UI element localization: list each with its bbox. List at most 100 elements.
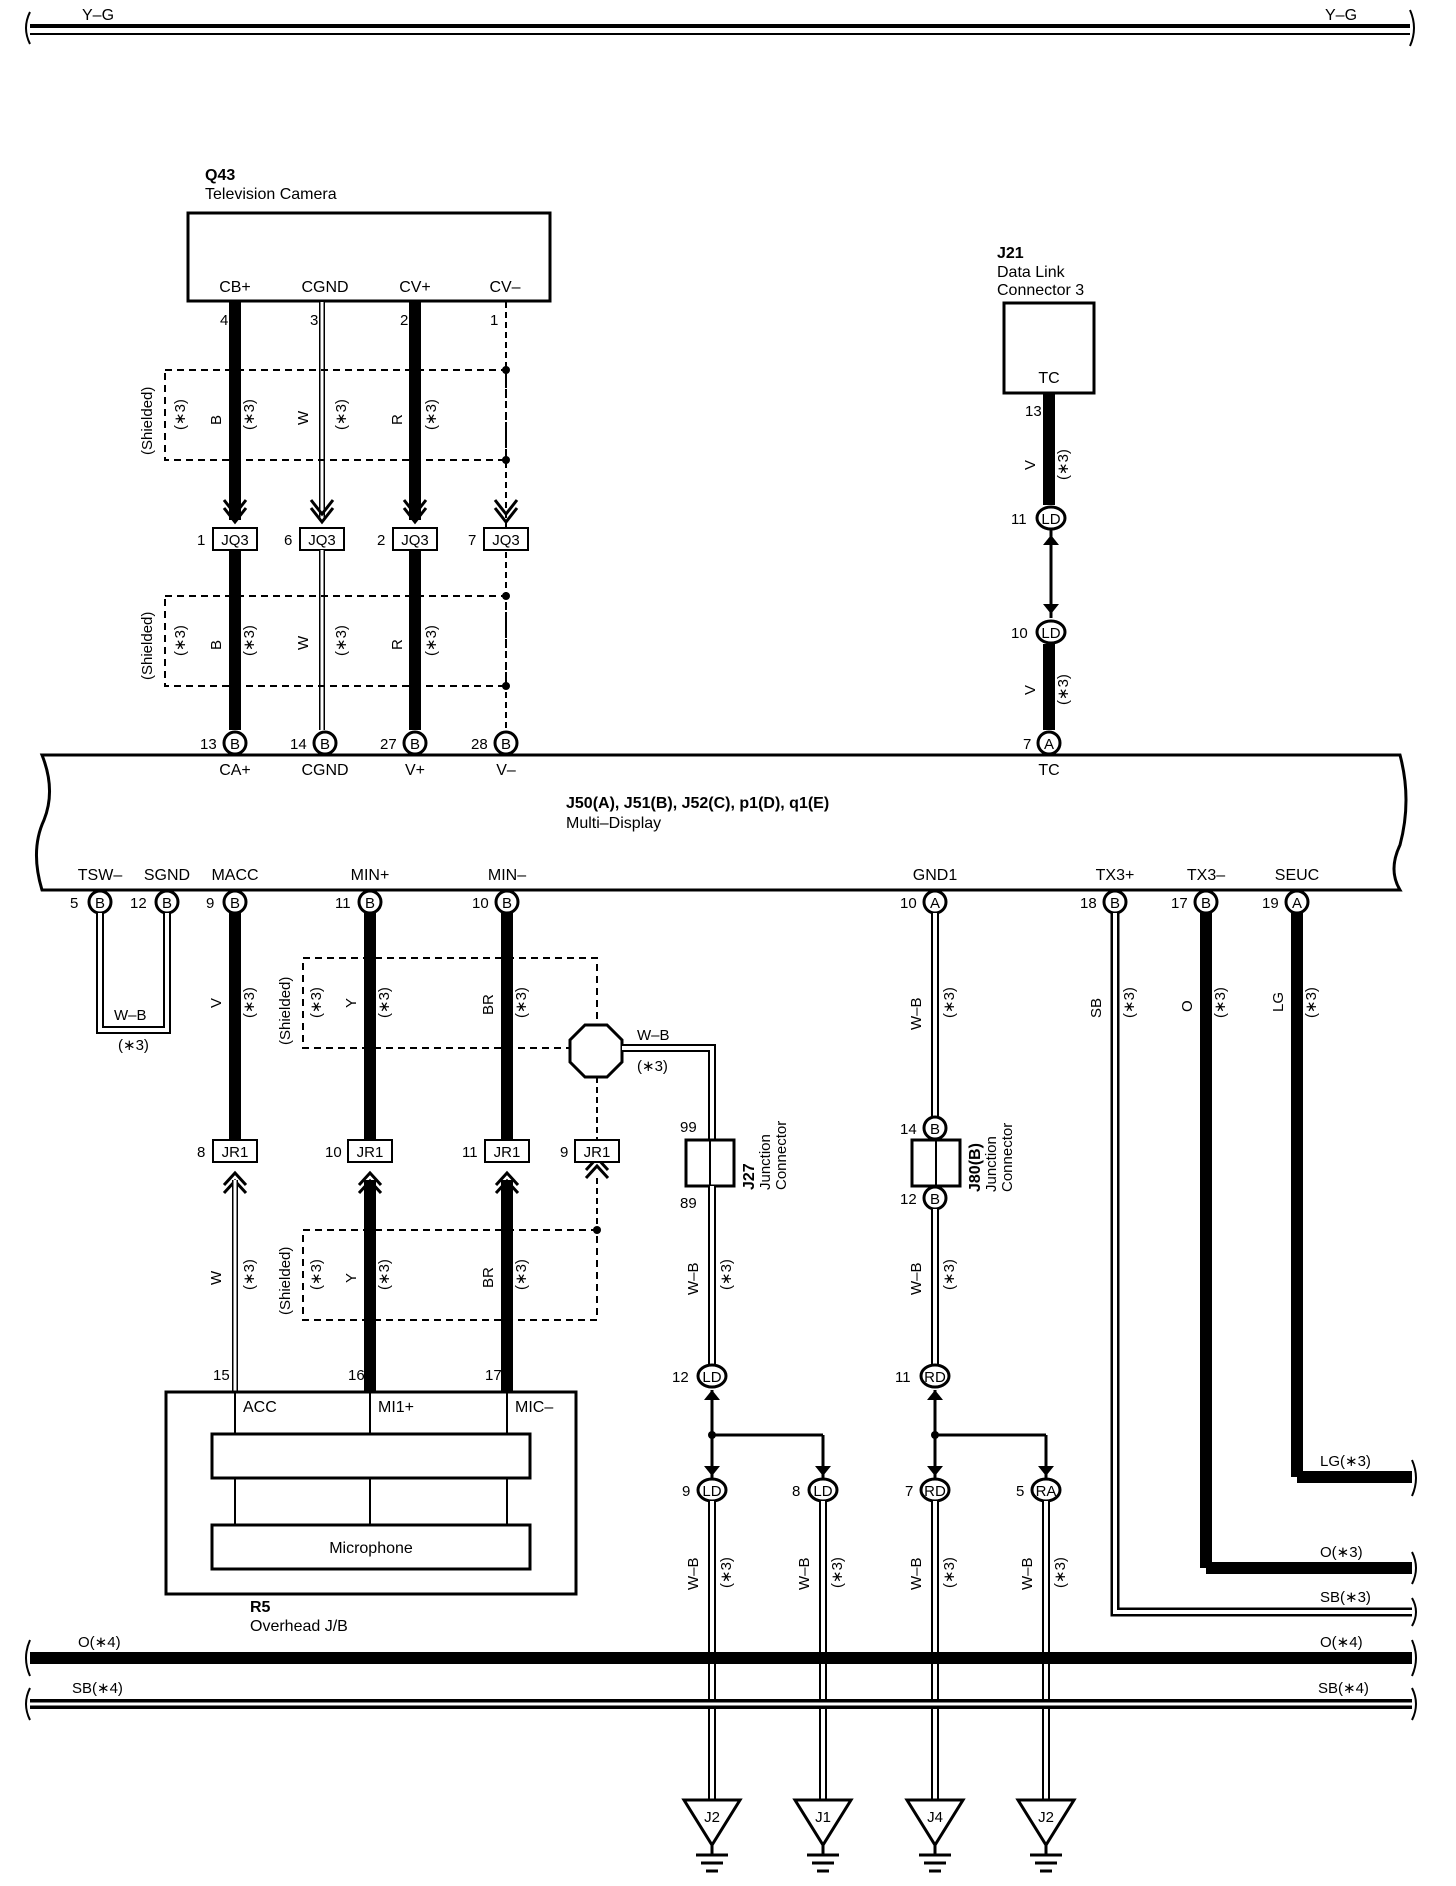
wire-color-label: W — [295, 635, 312, 650]
shielded-label: (Shielded) — [139, 387, 156, 455]
note-label: (∗3) — [1303, 987, 1320, 1018]
jr1-label: JR1 — [222, 1144, 249, 1161]
note-label: (∗3) — [941, 1557, 958, 1588]
jq3-pin: 7 — [468, 532, 476, 549]
ground-label: J4 — [927, 1809, 943, 1826]
ground-icon: J4 — [904, 1798, 966, 1873]
note-label: (∗3) — [241, 625, 258, 656]
note-label: (∗3) — [118, 1037, 149, 1054]
jq3-label: JQ3 — [221, 532, 249, 549]
ground-symbols: J2 J1 J4 J2 — [681, 1798, 1077, 1873]
jr1-lower-wires: W (∗3) (Shielded) (∗3) Y (∗3) BR (∗3) — [208, 1170, 601, 1392]
md-pin-number: 28 — [471, 736, 488, 753]
md-pin-conn: B — [95, 895, 105, 912]
j21-name: Connector 3 — [997, 282, 1084, 299]
q43-pin-number: 1 — [490, 312, 498, 329]
ground-wire-color: W–B — [796, 1557, 813, 1590]
j27-name: Connector — [773, 1121, 790, 1190]
q43-id: Q43 — [205, 167, 235, 184]
q43-pin-number: 3 — [310, 312, 318, 329]
jr1-label: JR1 — [357, 1144, 384, 1161]
md-pin-number: 19 — [1262, 895, 1279, 912]
j21-id: J21 — [997, 245, 1024, 262]
splice-label: LD — [813, 1483, 832, 1500]
note-label: (∗3) — [172, 399, 189, 430]
jr1-pin: 10 — [325, 1144, 342, 1161]
jr1-label: JR1 — [494, 1144, 521, 1161]
ld-label: LD — [1041, 511, 1060, 528]
shielded-label: (Shielded) — [139, 612, 156, 680]
ground-icon: J2 — [681, 1798, 743, 1873]
q43-television-camera: Q43 Television Camera CB+ CGND CV+ CV– 4… — [186, 167, 552, 329]
j80-conn: B — [930, 1121, 940, 1138]
ld-pin: 11 — [1011, 511, 1027, 528]
j21-name: Data Link — [997, 264, 1066, 281]
j80-pin: 14 — [900, 1121, 917, 1138]
ground-wire-color: W–B — [908, 1262, 925, 1295]
md-pin-label: TX3– — [1187, 867, 1225, 884]
tc-wire-color: V — [1022, 460, 1039, 470]
r5-pin-number: 15 — [213, 1367, 230, 1384]
note-label: (∗3) — [513, 1259, 530, 1290]
tx3-plus-wire-color: SB — [1088, 998, 1105, 1018]
wire-color-label: B — [208, 640, 225, 650]
right-bus-sb: SB(∗3) — [1320, 1589, 1371, 1606]
j27-pin: 89 — [680, 1195, 697, 1212]
note-label: (∗3) — [376, 987, 393, 1018]
right-bus-lg: LG(∗3) — [1320, 1453, 1371, 1470]
microphone-label: Microphone — [329, 1540, 413, 1557]
q43-upper-wires: (Shielded) (∗3) B (∗3) W (∗3) R (∗3) — [139, 302, 519, 740]
ld-label: LD — [1041, 625, 1060, 642]
j21-data-link-connector: J21 Data Link Connector 3 TC 13 V (∗3) L… — [997, 245, 1096, 730]
note-label: (∗3) — [513, 987, 530, 1018]
md-pin-label: V+ — [405, 762, 425, 779]
md-pin-number: 10 — [900, 895, 917, 912]
md-pin-label: CGND — [301, 762, 348, 779]
top-bus: Y–G Y–G — [25, 7, 1415, 47]
j80-name: Junction — [983, 1136, 1000, 1192]
tsw-sgnd-loop: W–B (∗3) — [96, 913, 171, 1054]
md-pin-label: CA+ — [219, 762, 251, 779]
rd-label: RD — [924, 1369, 946, 1386]
jr1-connectors: JR1 JR1 JR1 JR1 8 10 11 9 — [197, 1139, 620, 1163]
md-pin-conn: B — [230, 895, 240, 912]
q43-pin-label: CGND — [301, 279, 348, 296]
bottom-bus-o-right: O(∗4) — [1320, 1634, 1363, 1651]
md-pin-conn: B — [410, 736, 420, 753]
splice-pin: 5 — [1016, 1483, 1024, 1500]
splice-pin: 7 — [905, 1483, 913, 1500]
md-pin-label: GND1 — [913, 867, 958, 884]
gnd1-wire-color: W–B — [908, 997, 925, 1030]
md-top-pins: B B B B A 13 14 27 28 7 CA+ CGND V+ V– T… — [200, 730, 1062, 779]
md-pin-number: 5 — [70, 895, 78, 912]
md-pin-label: TSW– — [78, 867, 123, 884]
md-pin-conn: B — [502, 895, 512, 912]
note-label: (∗3) — [1055, 674, 1072, 705]
note-label: (∗3) — [637, 1058, 668, 1075]
q43-pin-label: CB+ — [219, 279, 251, 296]
wire-color-label: W — [295, 410, 312, 425]
j80-branch: W–B (∗3) B 14 B 12 J80(B) Junction Conne… — [895, 913, 1054, 1480]
j27-pin: 99 — [680, 1119, 697, 1136]
md-pin-label: V– — [496, 762, 516, 779]
jr1-label: JR1 — [584, 1144, 611, 1161]
jq3-label: JQ3 — [308, 532, 336, 549]
note-label: (∗3) — [423, 625, 440, 656]
j21-pin-label: TC — [1038, 370, 1059, 387]
top-bus-label-right: Y–G — [1325, 7, 1357, 24]
note-label: (∗3) — [718, 1557, 735, 1588]
j80-pin: 12 — [900, 1191, 917, 1208]
md-pin-conn: B — [230, 736, 240, 753]
splice-pin: 8 — [792, 1483, 800, 1500]
md-pin-conn: A — [1292, 895, 1302, 912]
jq3-pin: 1 — [197, 532, 205, 549]
jq3-pin: 2 — [377, 532, 385, 549]
md-pin-number: 17 — [1171, 895, 1188, 912]
note-label: (∗3) — [941, 1259, 958, 1290]
note-label: (∗3) — [1121, 987, 1138, 1018]
jq3-connectors: JQ3 JQ3 JQ3 JQ3 1 6 2 7 — [197, 527, 529, 551]
md-pin-conn: A — [930, 895, 940, 912]
splice-pin: 9 — [682, 1483, 690, 1500]
ground-label: J2 — [704, 1809, 720, 1826]
